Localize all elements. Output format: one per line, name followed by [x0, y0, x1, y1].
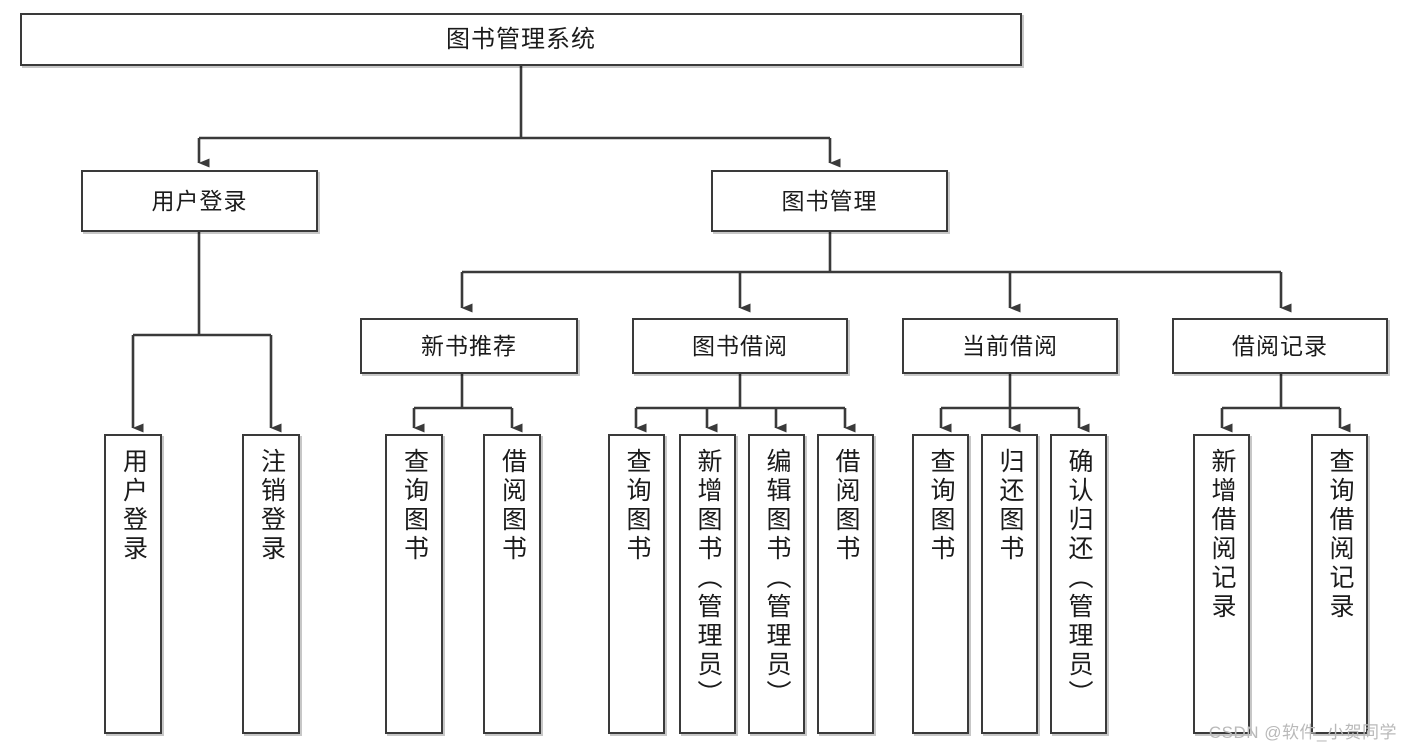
- leaf-book-borrow-add-book[interactable]: 新增图书（管理员）: [679, 434, 736, 734]
- leaf-book-borrow-borrow-book[interactable]: 借阅图书: [817, 434, 874, 734]
- leaf-label: 查询图书: [927, 448, 955, 564]
- leaf-current-borrow-confirm-return[interactable]: 确认归还（管理员）: [1050, 434, 1107, 734]
- node-book-borrow-label: 图书借阅: [692, 332, 788, 359]
- csdn-watermark: CSDN @软件_小贺同学: [1208, 723, 1397, 742]
- leaf-label: 借阅图书: [832, 448, 860, 564]
- leaf-label: 借阅图书: [498, 448, 527, 564]
- leaf-label: 归还图书: [996, 448, 1024, 564]
- node-current-borrow[interactable]: 当前借阅: [902, 318, 1118, 374]
- node-borrow-record[interactable]: 借阅记录: [1172, 318, 1388, 374]
- node-borrow-record-label: 借阅记录: [1232, 332, 1328, 359]
- node-current-borrow-label: 当前借阅: [962, 332, 1058, 359]
- node-new-book-recommend[interactable]: 新书推荐: [360, 318, 578, 374]
- leaf-label: 查询图书: [623, 448, 651, 564]
- leaf-current-borrow-query-book[interactable]: 查询图书: [912, 434, 969, 734]
- node-root-label: 图书管理系统: [446, 25, 596, 53]
- node-user-login[interactable]: 用户登录: [81, 170, 318, 232]
- leaf-label: 注销登录: [257, 448, 286, 564]
- leaf-label: 确认归还（管理员）: [1065, 448, 1093, 709]
- leaf-user-login-login[interactable]: 用户登录: [104, 434, 162, 734]
- leaf-book-borrow-edit-book[interactable]: 编辑图书（管理员）: [748, 434, 805, 734]
- node-book-management[interactable]: 图书管理: [711, 170, 948, 232]
- leaf-label: 新增图书（管理员）: [694, 448, 722, 709]
- leaf-current-borrow-return-book[interactable]: 归还图书: [981, 434, 1038, 734]
- leaf-label: 用户登录: [119, 448, 148, 564]
- leaf-book-borrow-query-book[interactable]: 查询图书: [608, 434, 665, 734]
- leaf-label: 新增借阅记录: [1208, 448, 1236, 622]
- leaf-label: 查询图书: [400, 448, 429, 564]
- leaf-borrow-record-query-record[interactable]: 查询借阅记录: [1311, 434, 1368, 734]
- node-user-login-label: 用户登录: [151, 187, 248, 214]
- node-book-borrow[interactable]: 图书借阅: [632, 318, 848, 374]
- leaf-borrow-record-add-record[interactable]: 新增借阅记录: [1193, 434, 1250, 734]
- leaf-user-login-logout[interactable]: 注销登录: [242, 434, 300, 734]
- leaf-label: 查询借阅记录: [1326, 448, 1354, 622]
- leaf-new-book-query-book[interactable]: 查询图书: [385, 434, 443, 734]
- node-new-book-recommend-label: 新书推荐: [421, 332, 517, 359]
- node-root[interactable]: 图书管理系统: [20, 13, 1022, 66]
- leaf-new-book-borrow-book[interactable]: 借阅图书: [483, 434, 541, 734]
- node-book-management-label: 图书管理: [781, 187, 878, 214]
- leaf-label: 编辑图书（管理员）: [763, 448, 791, 709]
